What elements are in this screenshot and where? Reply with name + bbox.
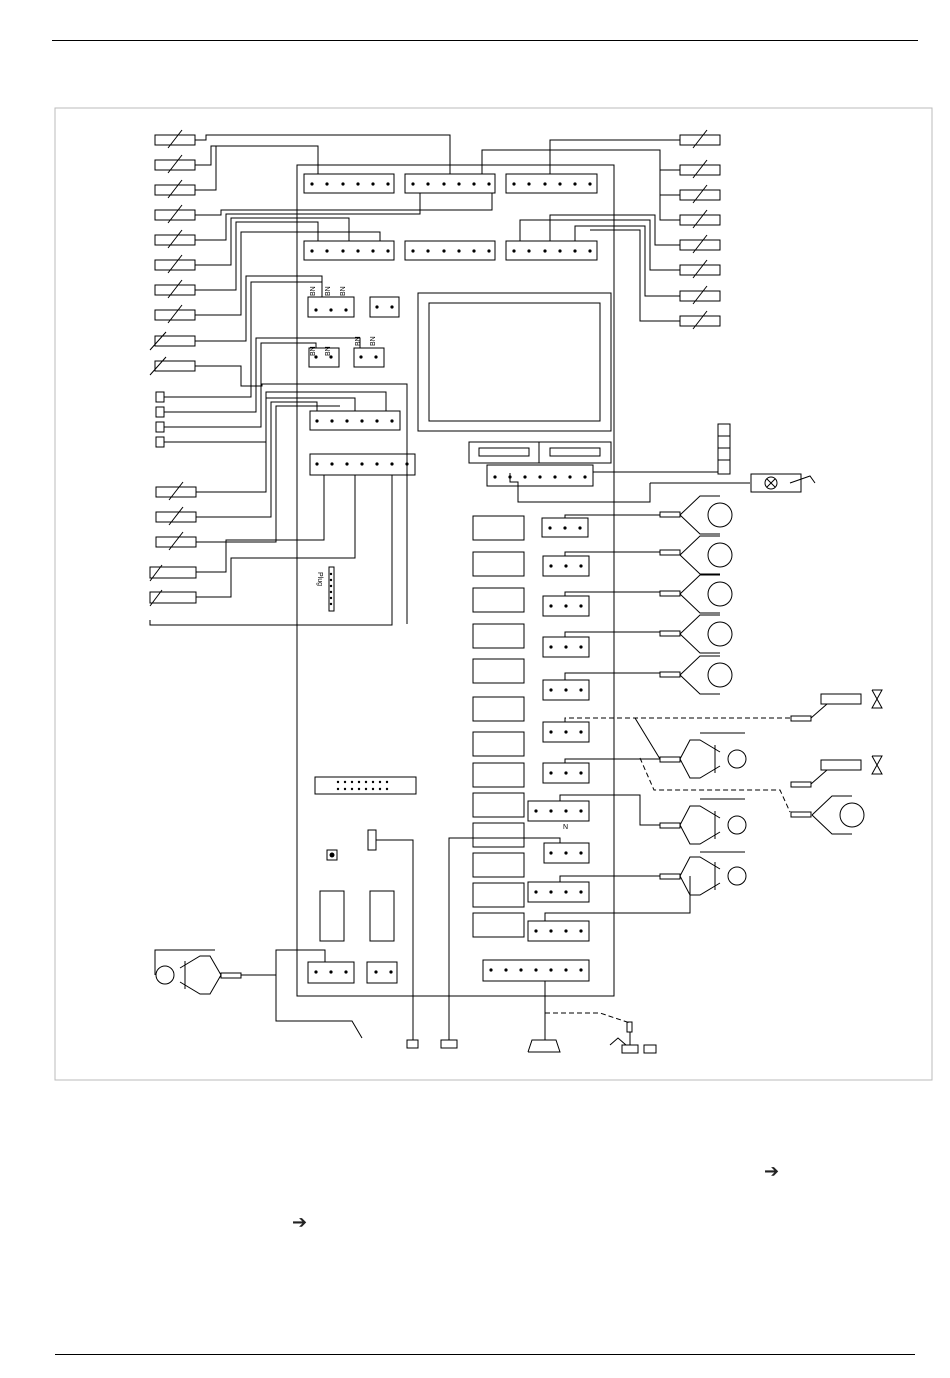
ribbon-connector — [315, 777, 416, 794]
left-sensors — [150, 130, 196, 606]
plug-label: Plug — [316, 572, 323, 586]
wire-color-label: BN — [325, 286, 332, 296]
keypad-block — [469, 442, 611, 463]
small-connector-1 — [370, 297, 399, 317]
switch-groups — [155, 733, 745, 994]
wire-color-label: BN — [355, 336, 362, 346]
footer-rule — [55, 1354, 915, 1355]
display-outer — [418, 293, 611, 431]
right-sensors — [680, 130, 720, 329]
top-terminal-row-2 — [304, 241, 597, 260]
relay-block-2 — [370, 891, 394, 941]
sensor-connector-1 — [308, 297, 354, 317]
wires-left-top — [195, 135, 492, 624]
wires-right-top — [482, 140, 680, 321]
top-terminal-row-1 — [304, 174, 597, 193]
output-terminals — [528, 518, 589, 941]
wiring-diagram: BN BN BN BN BN BN BN Plug N — [0, 0, 950, 1100]
terminal-4way-1 — [310, 411, 400, 430]
sensor-connector-3 — [354, 348, 384, 367]
terminal-pins — [310, 182, 591, 973]
wire-color-label: BN — [310, 286, 317, 296]
wire-color-label: BN — [325, 346, 332, 356]
valves — [811, 690, 882, 784]
arrow-icon: ➔ — [764, 1163, 779, 1181]
relay-stack — [473, 516, 524, 937]
wire-color-label: BN — [310, 346, 317, 356]
switch-block — [368, 830, 376, 850]
relay-block-1 — [320, 891, 344, 941]
lamp-switch — [718, 424, 815, 492]
diagram-frame — [55, 108, 932, 1080]
arrow-icon: ➔ — [292, 1214, 307, 1232]
motors — [156, 496, 864, 984]
display-screen — [429, 303, 600, 421]
wire-color-label: BN — [340, 286, 347, 296]
neutral-label: N — [563, 824, 568, 831]
wire-color-label: BN — [370, 336, 377, 346]
